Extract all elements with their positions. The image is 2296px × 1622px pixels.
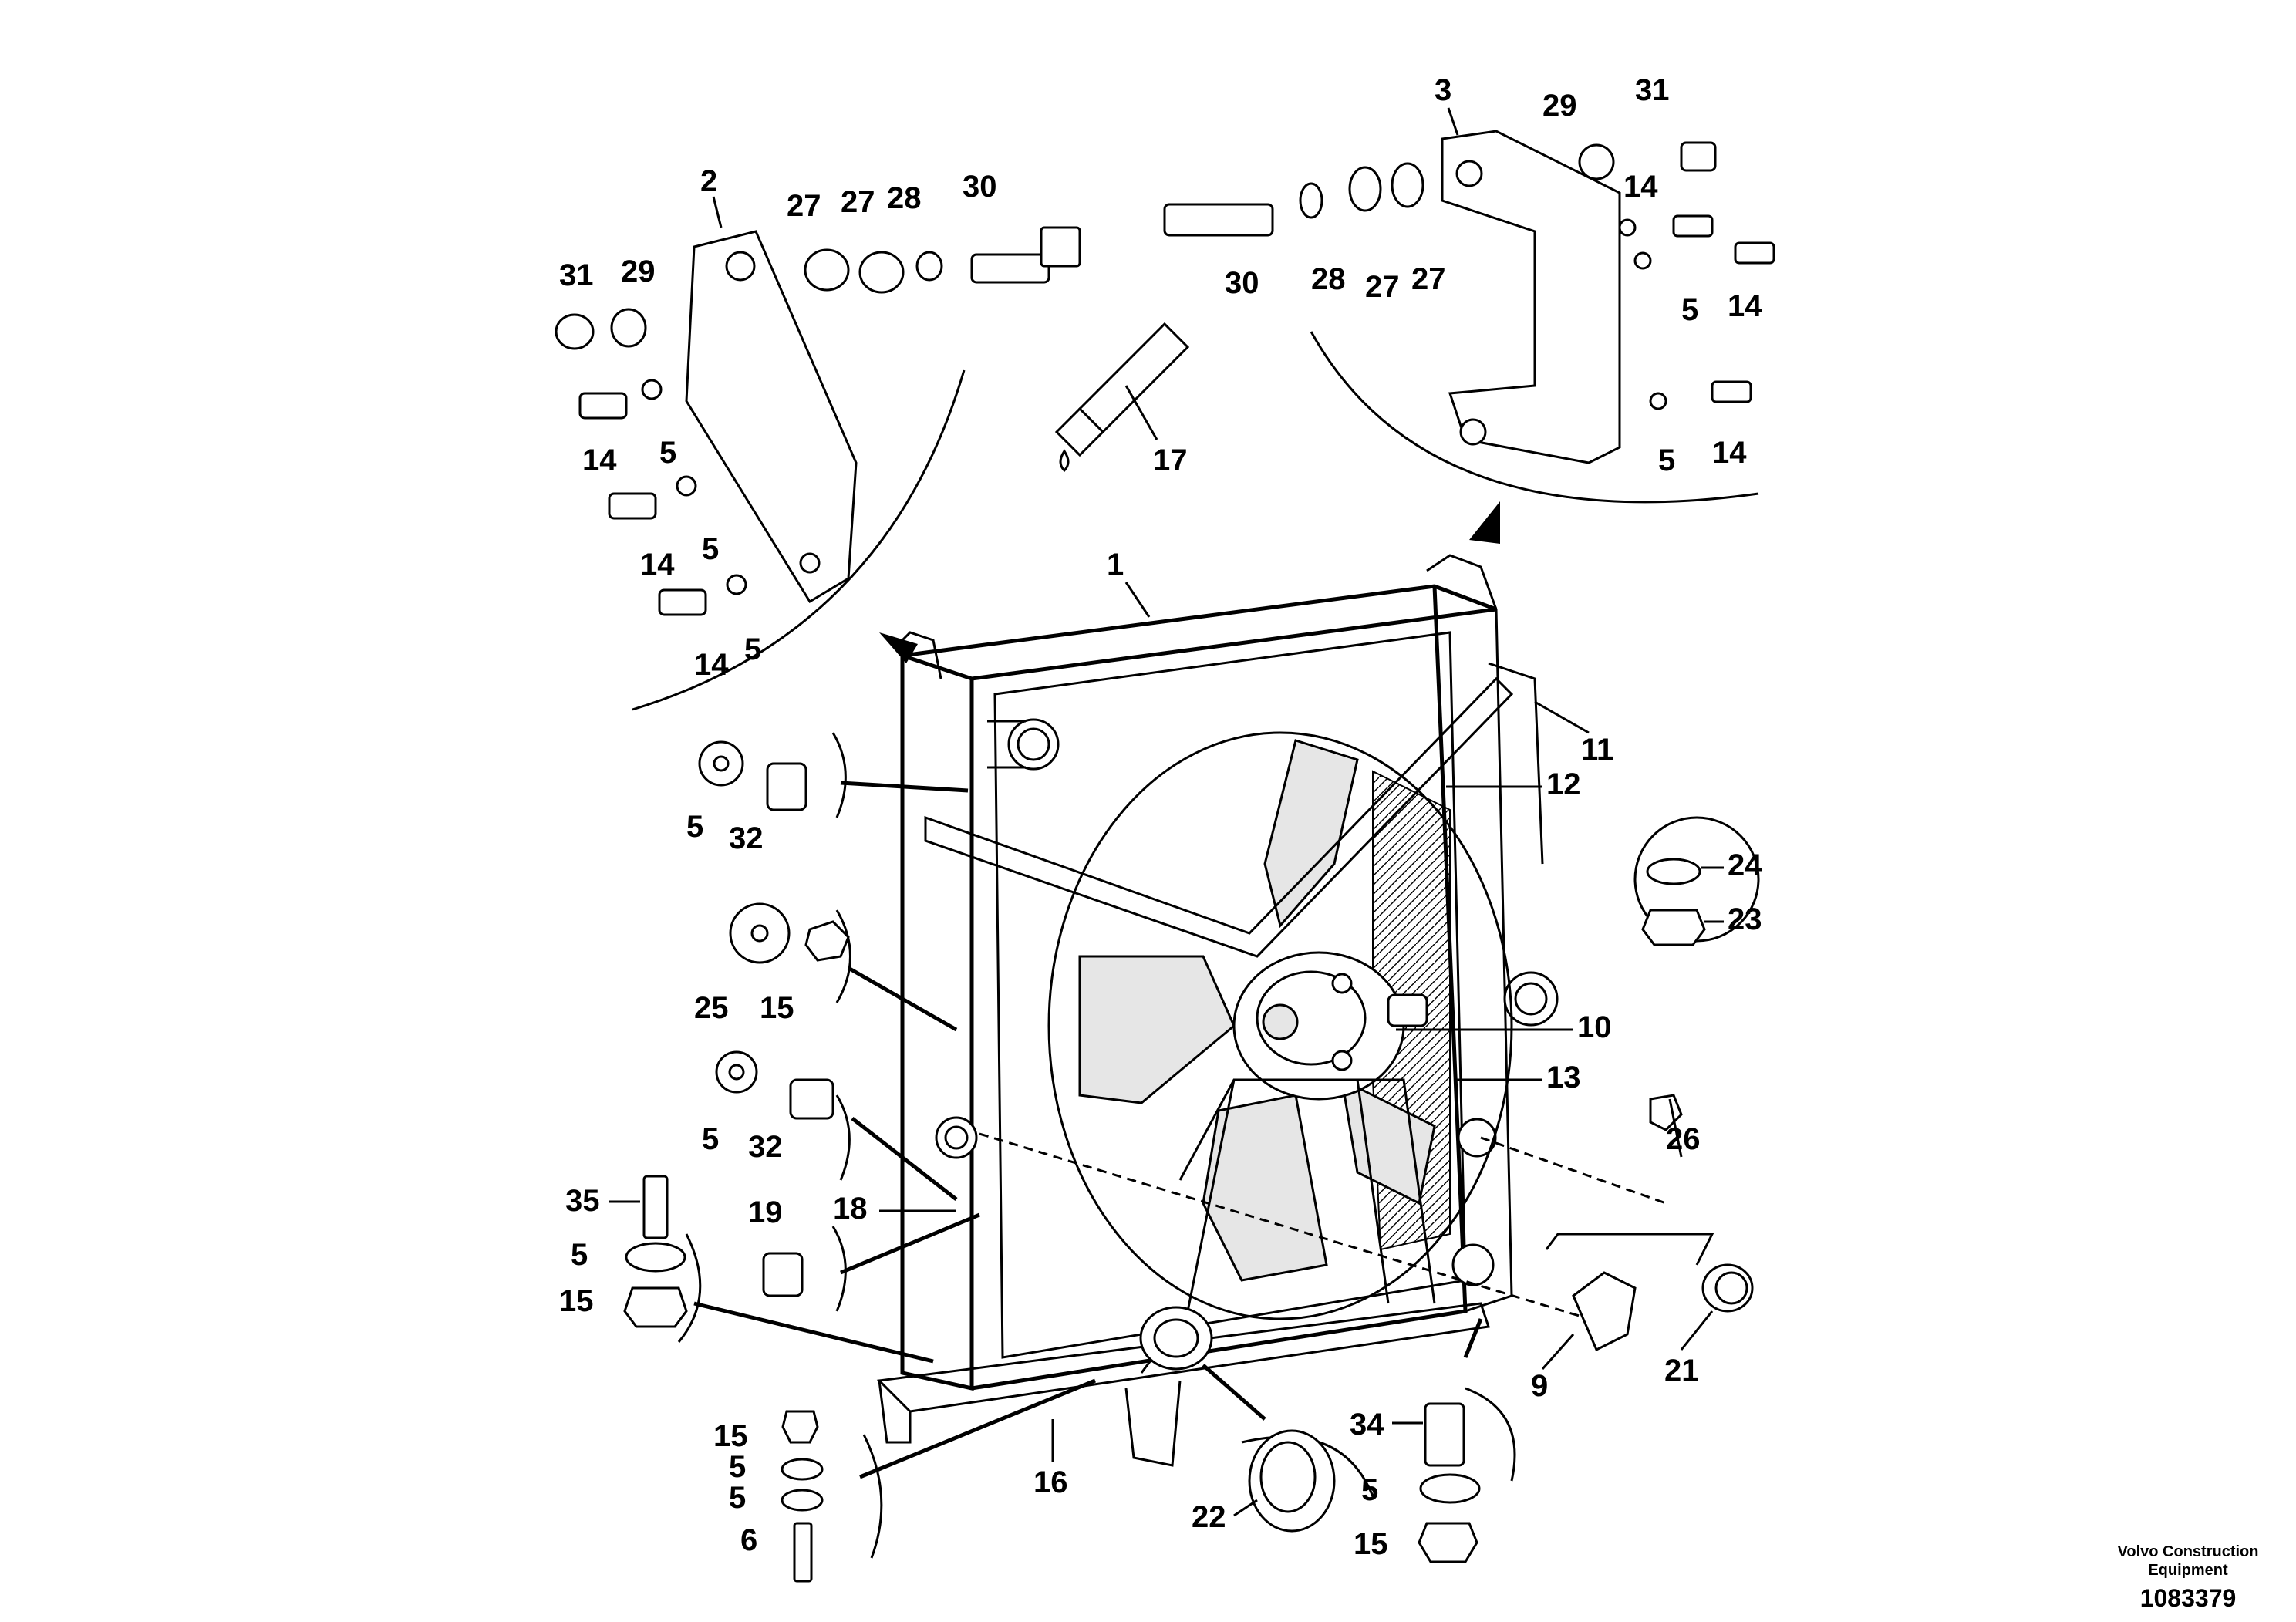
label-5-bottom-right: 5 (1361, 1473, 1378, 1507)
label-22: 22 (1192, 1500, 1226, 1534)
leader-arrows (677, 732, 1714, 1559)
label-21: 21 (1664, 1354, 1699, 1388)
radiator-frame (893, 554, 1559, 1391)
label-14-left-c: 14 (694, 648, 729, 682)
label-19: 19 (748, 1195, 783, 1229)
company-line-2: Equipment (2148, 1562, 2228, 1579)
label-14-right-bottom: 14 (1712, 436, 1747, 470)
label-13: 13 (1546, 1061, 1581, 1094)
label-34: 34 (1350, 1408, 1384, 1442)
label-14-left-b: 14 (640, 548, 675, 582)
callout-detail-right (1310, 331, 1759, 544)
label-5-bolt-a: 5 (729, 1450, 746, 1484)
right-bracket-parts (1163, 130, 1775, 464)
label-9: 9 (1531, 1369, 1548, 1403)
label-27-right-b: 27 (1411, 262, 1446, 296)
label-28-left: 28 (887, 181, 922, 215)
label-18: 18 (833, 1192, 868, 1226)
loose-fasteners (623, 740, 1754, 1583)
label-29-left: 29 (621, 255, 656, 288)
label-5-bolt-b: 5 (729, 1481, 746, 1515)
label-16: 16 (1033, 1465, 1068, 1499)
label-14-left-a: 14 (582, 443, 617, 477)
label-23: 23 (1728, 902, 1762, 936)
label-15-stud: 15 (559, 1284, 594, 1318)
label-27-right-a: 27 (1365, 270, 1400, 304)
label-11: 11 (1581, 733, 1613, 767)
label-15-bottom-right: 15 (1354, 1527, 1388, 1561)
company-line-1: Volvo Construction (2117, 1543, 2259, 1560)
label-5-washer-top: 5 (686, 810, 703, 844)
fan-hub (1232, 951, 1428, 1101)
label-5-left-a: 5 (659, 436, 676, 470)
label-35: 35 (565, 1184, 600, 1218)
label-5-right-bracket-bottom: 5 (1658, 443, 1675, 477)
left-bracket-parts (555, 226, 1081, 616)
label-14-right-top: 14 (1623, 170, 1658, 204)
label-5-stud: 5 (571, 1238, 588, 1272)
label-28-right: 28 (1311, 262, 1346, 296)
label-5-left-b: 5 (702, 532, 719, 566)
label-31-left: 31 (559, 258, 594, 292)
drawing-number: 1083379 (2139, 1584, 2237, 1612)
label-6: 6 (740, 1523, 757, 1557)
label-32-mid: 32 (748, 1130, 783, 1164)
label-3: 3 (1435, 73, 1451, 107)
label-14-right-mid: 14 (1728, 289, 1762, 323)
label-12: 12 (1546, 767, 1581, 801)
label-30-right: 30 (1225, 266, 1259, 300)
support-stay (924, 662, 1544, 958)
label-26: 26 (1666, 1122, 1701, 1156)
label-29-right: 29 (1542, 89, 1577, 123)
label-27-left-a: 27 (787, 189, 821, 223)
label-31-right: 31 (1635, 73, 1670, 107)
label-15-bolt: 15 (713, 1419, 748, 1453)
label-24: 24 (1728, 848, 1762, 882)
label-1: 1 (1107, 548, 1124, 582)
label-25: 25 (694, 991, 729, 1025)
bottom-bracket (876, 1078, 1490, 1467)
label-15-washer: 15 (760, 991, 794, 1025)
label-10: 10 (1577, 1010, 1612, 1044)
label-2: 2 (700, 164, 717, 198)
label-5-washer-mid: 5 (702, 1122, 719, 1156)
label-5-right-bracket-top: 5 (1681, 293, 1698, 327)
label-5-left-c: 5 (744, 632, 761, 666)
part-number-labels: 1 2 3 5 5 5 5 5 5 5 5 5 5 5 6 9 10 11 12… (559, 73, 1762, 1561)
label-30-left: 30 (963, 170, 997, 204)
label-17: 17 (1153, 443, 1188, 477)
callout-detail-left (632, 369, 966, 711)
company-name: Volvo Construction Equipment (2095, 1543, 2281, 1580)
publisher-credit: Volvo Construction Equipment 1083379 (2095, 1543, 2281, 1613)
label-32-top: 32 (729, 821, 764, 855)
sealant-tube (1054, 322, 1190, 473)
label-27-left-b: 27 (841, 185, 875, 219)
